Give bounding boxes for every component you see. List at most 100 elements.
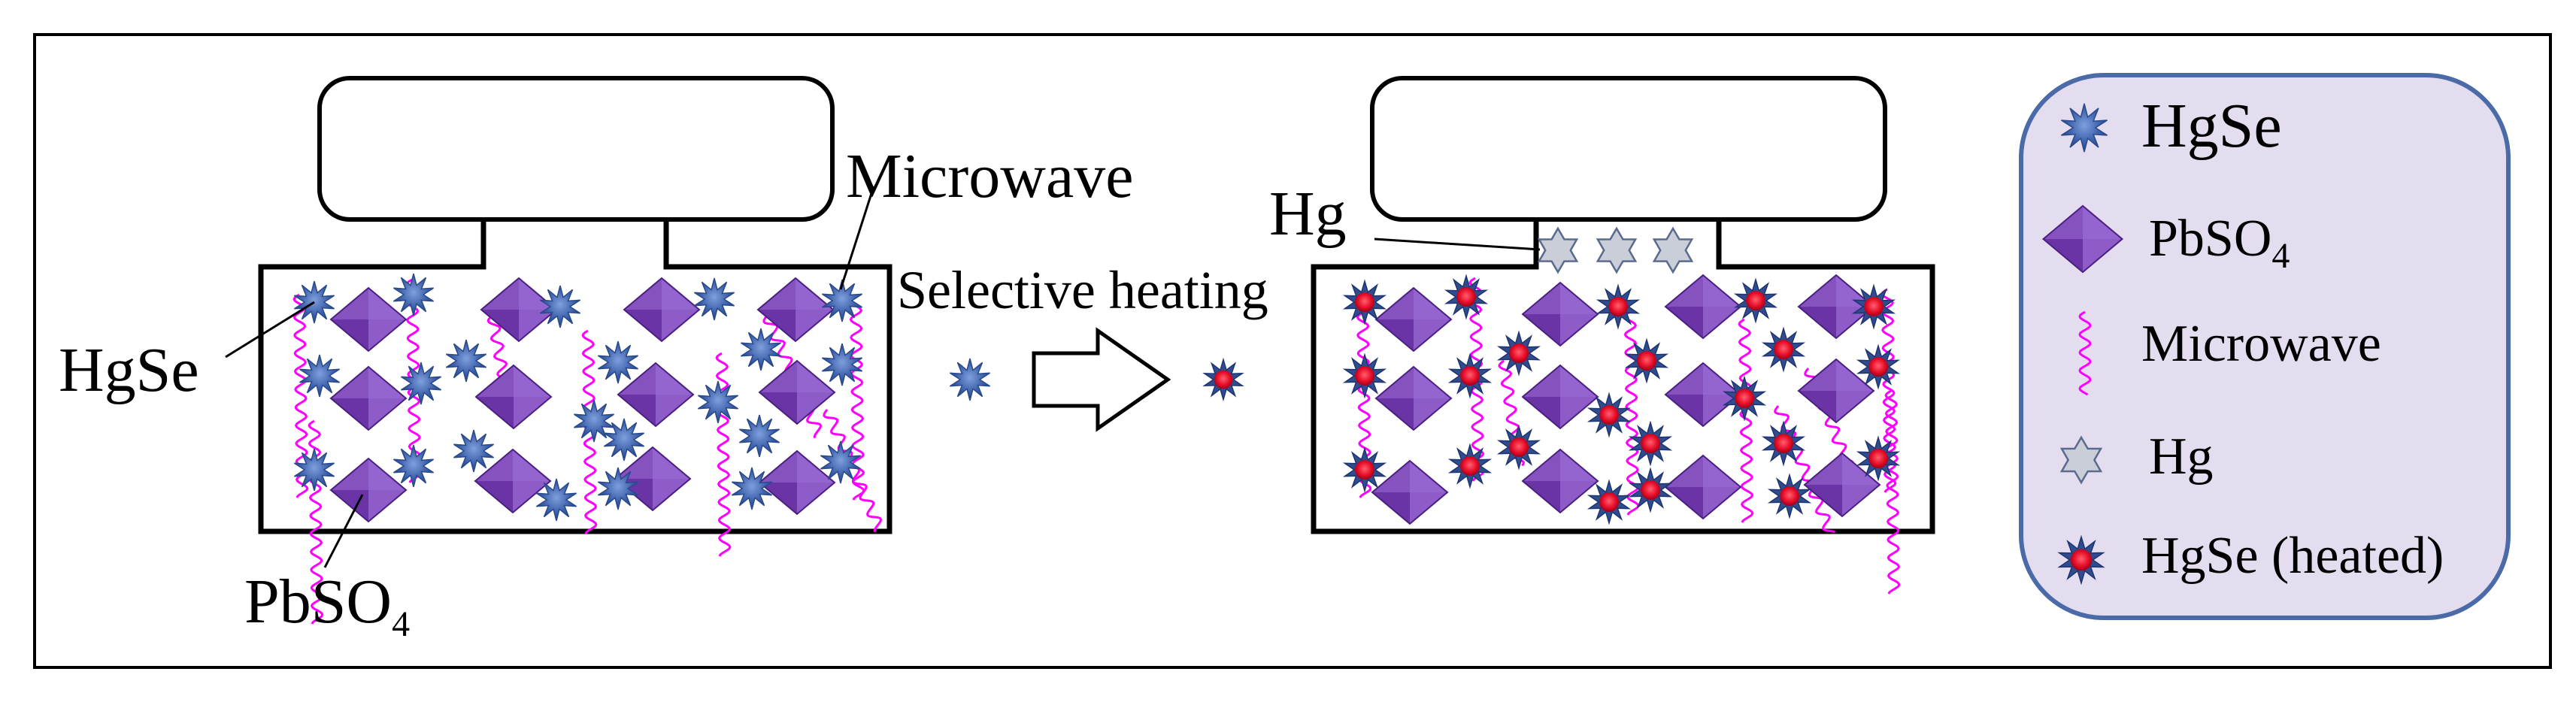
hgse-star-icon (597, 467, 639, 510)
hgse-star-icon (573, 399, 615, 443)
figure-frame (33, 33, 2552, 669)
hgse-star-icon (539, 285, 581, 328)
pbso4-diamond-top (1665, 363, 1741, 395)
pbso4-diamond-top (1376, 367, 1451, 398)
hgse-heated-core-icon (1355, 292, 1374, 312)
right-apparatus (1311, 76, 1935, 595)
pbso4-diamond-outline (758, 449, 836, 516)
legend-label-hgse-heated: HgSe (heated) (2141, 527, 2444, 585)
pbso4-diamond-top (1372, 461, 1447, 492)
pbso4-diamond-outline (329, 286, 408, 353)
pbso4-diamond-outline (329, 365, 408, 431)
hgse-heated-core-icon (1355, 460, 1374, 480)
hgse-star-icon (400, 362, 442, 405)
pbso4-diamond-top (759, 451, 835, 483)
pbso4-diamond-outline (617, 362, 695, 428)
hgse-star-icon (740, 328, 782, 371)
pbso4-diamond-top (1376, 288, 1451, 319)
hgse-star-icon (2060, 103, 2108, 153)
hgse-heated-core-icon (1637, 351, 1656, 371)
hgse-star-icon (697, 380, 739, 424)
pbso4-diamond-top (331, 367, 406, 398)
hgse-star-icon (392, 273, 435, 316)
microwave-leader-line (839, 186, 875, 290)
hgse-heated-core-icon (2070, 549, 2093, 571)
legend-box (2019, 73, 2511, 620)
pbso4-label-main: PbSO (244, 567, 392, 637)
left-apparatus (258, 76, 893, 625)
pbso4-diamond-top (331, 458, 406, 490)
pbso4-diamond-outline (1371, 459, 1449, 525)
hgse-star-icon (299, 354, 341, 398)
hg-hexagram-icon (2059, 435, 2103, 485)
hgse-heated-core-icon (1868, 357, 1888, 377)
hgse-heated-core-icon (1608, 297, 1628, 316)
pbso4-diamond-outline (758, 359, 836, 425)
pbso4-diamond-outline (474, 364, 553, 430)
hgse-heated-core-icon (1355, 366, 1374, 386)
pbso4-label: PbSO4 (244, 567, 410, 644)
legend-label-microwave: Microwave (2141, 315, 2381, 373)
microwave-wave (1738, 318, 1754, 523)
pbso4-diamond-top (1805, 453, 1880, 485)
microwave-wave (715, 352, 732, 557)
legend-label-pbso4-sub: 4 (2271, 236, 2290, 276)
right-lid (1370, 76, 1887, 222)
pbso4-diamond-top (1523, 449, 1598, 481)
microwave-wave (849, 295, 865, 501)
pbso4-diamond-top (1799, 359, 1874, 391)
microwave-label: Microwave (846, 141, 1134, 211)
hgse-star-icon (821, 279, 863, 322)
hgse-heated-core-icon (1509, 343, 1529, 363)
pbso4-diamond-top (331, 288, 406, 319)
hgse-heated-core-icon (1641, 480, 1660, 500)
hgse-star-after (1202, 357, 1244, 402)
hg-hexagram-icon (1537, 226, 1579, 274)
hg-cluster (1537, 226, 1694, 274)
hgse-star-icon (392, 444, 435, 488)
hgse-star-icon (597, 340, 639, 384)
hgse-star-icon (535, 478, 577, 522)
pbso4-diamond-top (624, 278, 699, 310)
legend-label-hgse: HgSe (2141, 91, 2282, 161)
hgse-star-icon (693, 277, 735, 321)
pbso4-diamond-top (759, 361, 835, 392)
pbso4-diamond-outline (1797, 358, 1875, 424)
hgse-star-before (949, 358, 991, 401)
pbso4-diamond-outline (1521, 364, 1599, 430)
hgse-heated-core-icon (1456, 287, 1476, 307)
hgse-star-icon (738, 414, 780, 458)
hgse-heated-core-icon (1460, 366, 1480, 386)
hg-label: Hg (1269, 179, 1347, 249)
hgse-star-icon (293, 448, 335, 492)
hgse-heated-core-icon (1460, 456, 1480, 476)
legend-label-pbso4: PbSO4 (2149, 210, 2290, 276)
pbso4-diamond-top (1665, 275, 1741, 307)
hgse-heated-core-icon (1214, 370, 1233, 389)
hgse-star-icon (731, 467, 773, 510)
pbso4-diamond-outline (329, 457, 408, 523)
hgse-star-icon (820, 440, 862, 484)
pbso4-diamond-top (1665, 455, 1741, 487)
pbso4-diamond-top (475, 449, 550, 481)
pbso4-diamond-outline (474, 448, 552, 514)
microwave-wave (308, 419, 324, 625)
pbso4-diamond-outline (2041, 204, 2124, 274)
hgse-star-icon (445, 339, 487, 383)
pbso4-diamond-top (481, 278, 556, 310)
left-lid (317, 76, 835, 222)
hgse-heated-core-icon (1599, 492, 1619, 512)
pbso4-leader-line (323, 494, 364, 568)
hgse-leader-line (225, 301, 315, 359)
legend-label-hg: Hg (2149, 428, 2214, 486)
hgse-heated-core-icon (1774, 340, 1793, 359)
hgse-heated-core-icon (1774, 434, 1793, 453)
pbso4-diamond-top (1799, 275, 1874, 307)
hg-hexagram-icon (1596, 226, 1638, 274)
pbso4-diamond-outline (1374, 365, 1453, 431)
hgse-heated-core-icon (1641, 434, 1660, 453)
selective-heating-label: Selective heating (897, 260, 1268, 320)
hgse-star-icon (603, 418, 645, 461)
pbso4-diamond-top (1523, 283, 1598, 314)
legend-label-pbso4-main: PbSO (2149, 210, 2271, 268)
